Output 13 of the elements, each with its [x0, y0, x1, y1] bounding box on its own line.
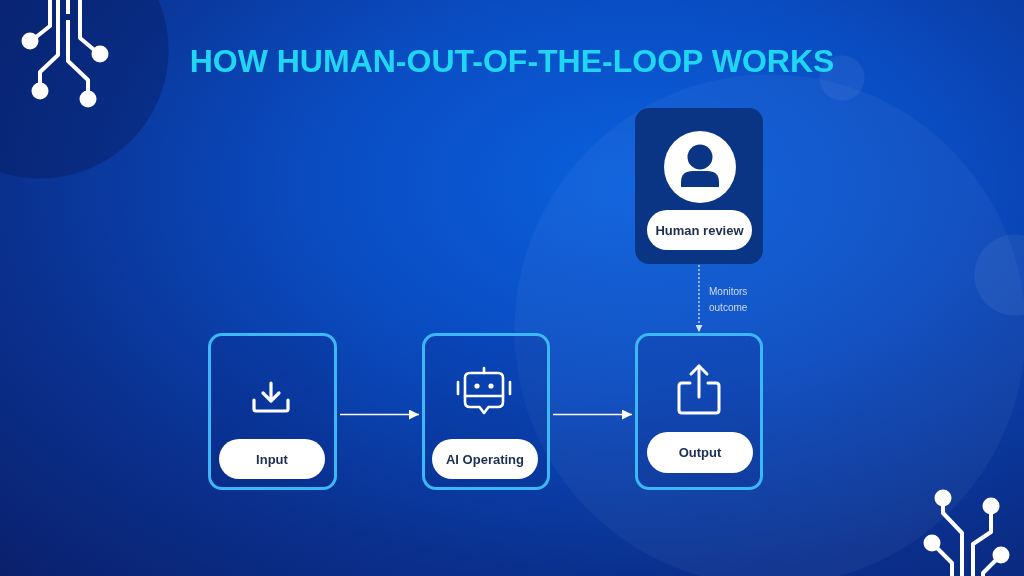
review-card: [635, 108, 763, 264]
node-label: Input: [219, 439, 325, 479]
edge-label: Monitors outcome: [709, 284, 749, 315]
arrow: [552, 409, 633, 420]
node-label: Human review: [647, 210, 752, 250]
node-label: AI Operating: [432, 439, 538, 479]
process-card: [208, 333, 337, 490]
node-label: Output: [647, 432, 753, 473]
title: HOW HUMAN-OUT-OF-THE-LOOP WORKS: [189, 43, 835, 80]
process-card: [422, 333, 550, 490]
dashed-arrow: [695, 264, 703, 333]
process-card: [635, 333, 763, 490]
arrow: [339, 409, 420, 420]
